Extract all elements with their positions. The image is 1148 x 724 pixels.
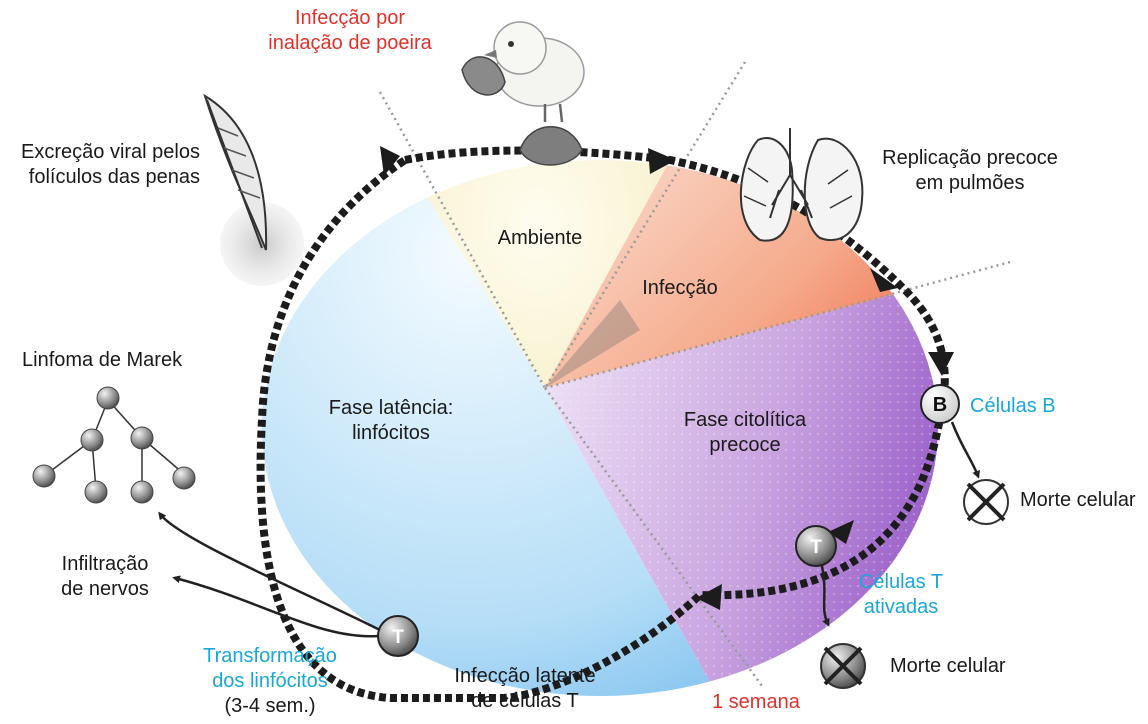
chick-icon	[462, 22, 584, 165]
latent-infection-label-line: Infecção latente	[440, 664, 610, 689]
inhalation-label: Infecção por inalação de poeira	[250, 6, 450, 56]
transformation-label-line: Transformação	[200, 644, 340, 669]
early-replication-label-line: Replicação precoce	[860, 146, 1080, 171]
inhalation-label-line: Infecção por	[250, 6, 450, 31]
latent-infection-label-line: de células T	[440, 689, 610, 714]
excretion-label: Excreção viral pelos folículos das penas	[0, 140, 200, 190]
one-week-label: 1 semana	[712, 690, 800, 715]
nerve-infiltration-label: Infiltração de nervos	[40, 552, 170, 602]
cytolytic-phase-label: Fase citolítica precoce	[670, 408, 820, 458]
t-node-letter: T	[392, 627, 404, 648]
cell-death-label: Morte celular	[1020, 488, 1136, 513]
inhalation-label-line: inalação de poeira	[250, 31, 450, 56]
cell-death-icon	[964, 480, 1008, 524]
nerve-infiltration-label-line: Infiltração	[40, 552, 170, 577]
activated-t-cells-label-line: Células T	[846, 570, 956, 595]
excretion-label-line: folículos das penas	[0, 165, 200, 190]
early-replication-label: Replicação precoce em pulmões	[860, 146, 1080, 196]
infection-label: Infecção	[620, 276, 740, 301]
cell-death-icon	[821, 644, 865, 688]
nerve-infiltration-label-line: de nervos	[40, 577, 170, 602]
cytolytic-phase-label-line: precoce	[670, 433, 820, 458]
transformation-label: Transformação dos linfócitos (3-4 sem.)	[200, 644, 340, 719]
feather-icon	[205, 96, 304, 286]
activated-t-cells-label: Células T ativadas	[846, 570, 956, 620]
activated-t-cells-label-line: ativadas	[846, 595, 956, 620]
cycle-arrow-4	[928, 352, 954, 376]
lymphoma-tree-icon	[33, 387, 195, 503]
b-cells-label: Células B	[970, 394, 1056, 419]
b-node-letter: B	[933, 394, 947, 416]
cell-death-label: Morte celular	[890, 654, 1006, 679]
cytolytic-phase-label-line: Fase citolítica	[670, 408, 820, 433]
transformation-label-line: (3-4 sem.)	[200, 694, 340, 719]
marek-lymphoma-label: Linfoma de Marek	[22, 348, 182, 373]
early-replication-label-line: em pulmões	[860, 171, 1080, 196]
latency-phase-label-line: linfócitos	[316, 421, 466, 446]
latency-phase-label: Fase latência: linfócitos	[316, 396, 466, 446]
latency-phase-label-line: Fase latência:	[316, 396, 466, 421]
b-to-death-arrow	[952, 422, 978, 476]
environment-label: Ambiente	[470, 226, 610, 251]
transformation-label-line: dos linfócitos	[200, 669, 340, 694]
excretion-label-line: Excreção viral pelos	[0, 140, 200, 165]
latent-infection-label: Infecção latente de células T	[440, 664, 610, 714]
t-node-letter: T	[810, 537, 822, 558]
